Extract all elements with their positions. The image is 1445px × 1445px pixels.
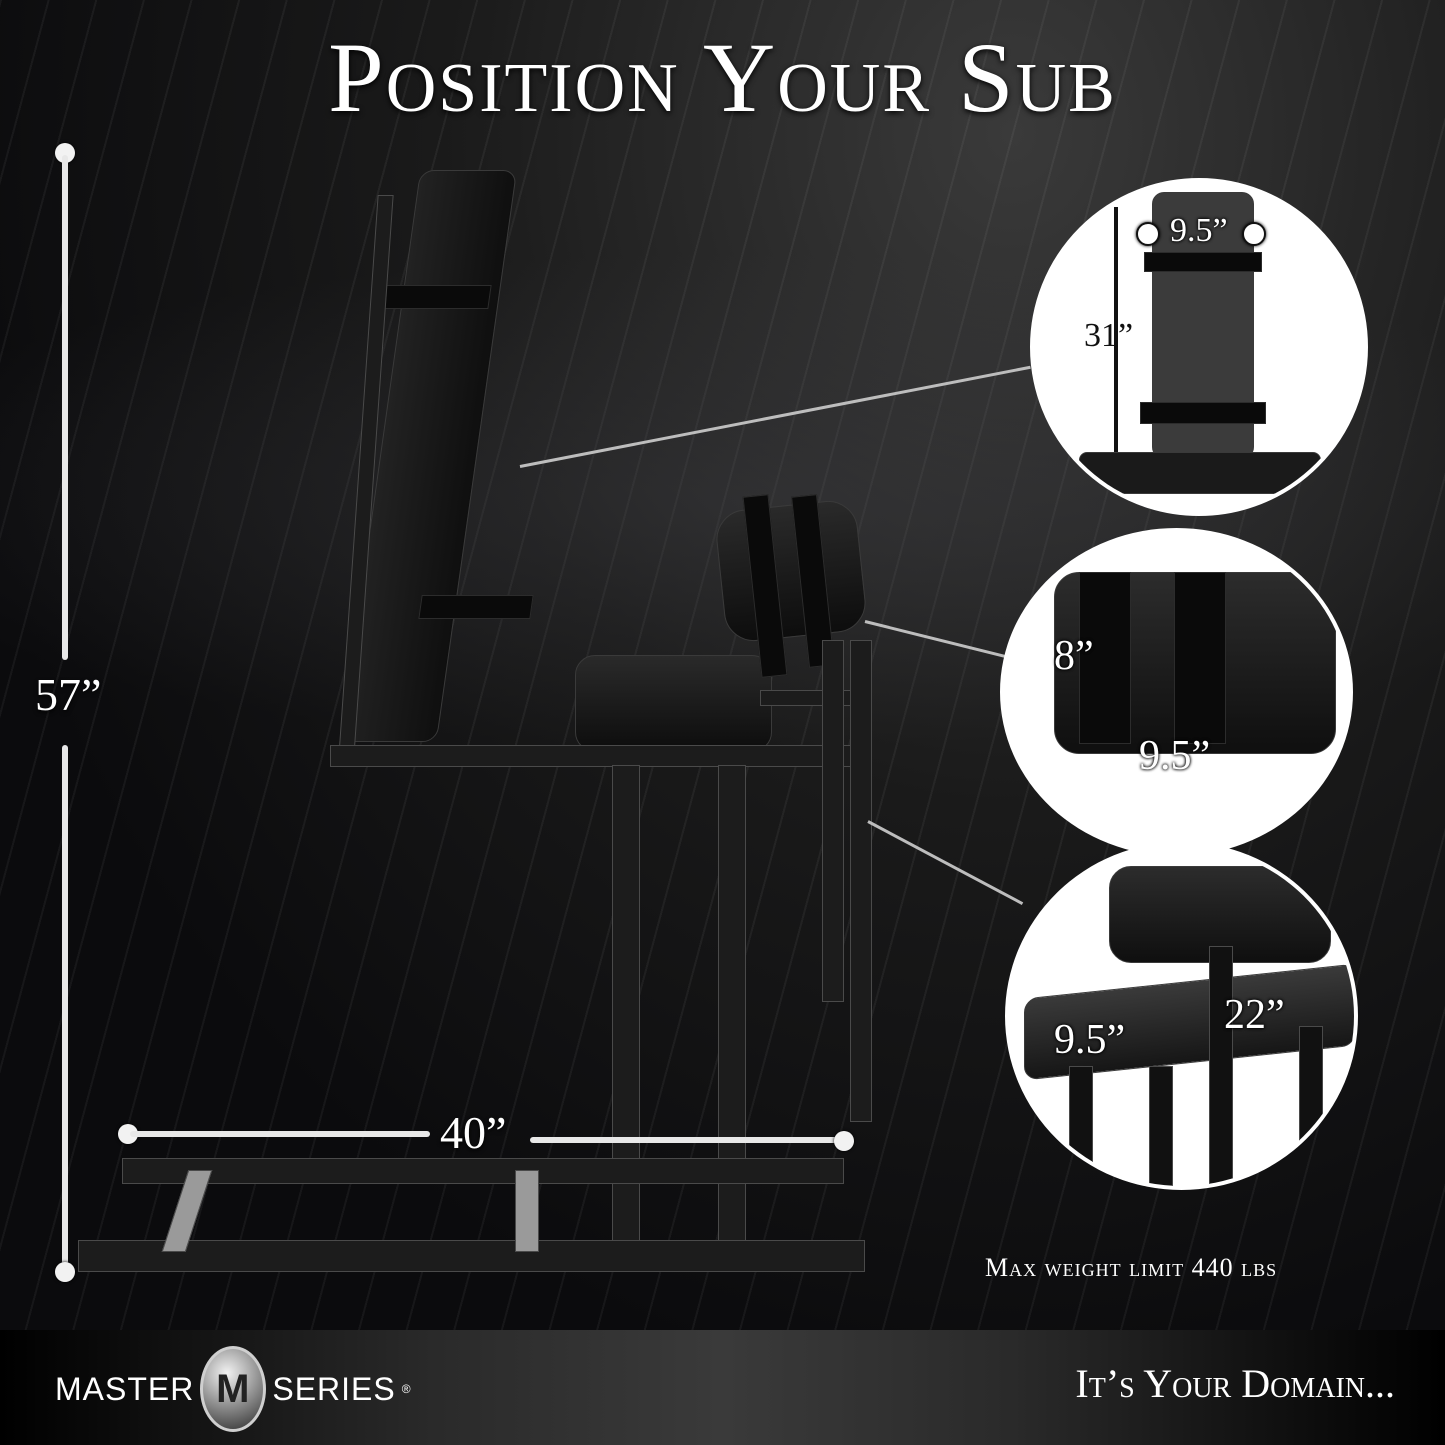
height-line-upper [62, 155, 68, 660]
callout-backrest: 9.5” 31” [1030, 178, 1368, 516]
weight-limit: Max weight limit 440 lbs [985, 1253, 1278, 1282]
callout-backrest-width-right [1242, 222, 1266, 246]
length-line-left [130, 1131, 430, 1137]
callout-arm-pad-width: 9.5” [1139, 733, 1211, 779]
backrest-strap-top [376, 285, 492, 309]
seat-frame [330, 745, 862, 767]
product-illustration [78, 170, 872, 1272]
length-right-marker [834, 1131, 854, 1151]
base-cross-2 [515, 1170, 539, 1252]
height-line-lower [62, 745, 68, 1265]
callout-backrest-height-line [1114, 207, 1118, 452]
brand-logo: MASTER M SERIES ® [55, 1346, 412, 1432]
arm-post-2 [850, 640, 872, 1122]
callout-seat-leg-1 [1069, 1066, 1093, 1186]
callout-backrest-seat [1079, 452, 1321, 494]
height-top-marker [55, 143, 75, 163]
callout-seat-width: 9.5” [1054, 1017, 1126, 1063]
callout-backrest-height: 31” [1084, 317, 1134, 354]
backrest-strap-bottom [418, 595, 534, 619]
callout-arm-pad: 8” 9.5” [1000, 528, 1353, 856]
callout-arm-pad-strap-2 [1174, 572, 1226, 744]
tagline: It’s Your Domain... [1075, 1361, 1395, 1406]
registered-mark: ® [401, 1382, 412, 1396]
callout-backrest-width-left [1136, 222, 1160, 246]
callout-backrest-strap-top [1144, 252, 1262, 272]
arm-pad [713, 497, 869, 645]
length-label: 40” [440, 1107, 507, 1158]
callout-arm-pad-strap-1 [1079, 572, 1131, 744]
base-rail-back [122, 1158, 844, 1184]
brand-left: MASTER [55, 1370, 195, 1407]
brand-right: SERIES [272, 1370, 396, 1407]
callout-arm-pad-height: 8” [1054, 633, 1094, 679]
callout-seat-leg-3 [1299, 1026, 1323, 1148]
base-rail-front [78, 1240, 865, 1272]
height-bottom-marker [55, 1262, 75, 1282]
arm-post-1 [822, 640, 844, 1002]
seat-cushion [575, 655, 772, 752]
length-left-marker [118, 1124, 138, 1144]
callout-seat-length: 22” [1224, 992, 1285, 1038]
seat-frame-rail [760, 690, 862, 706]
callout-seat-leg-2 [1149, 1066, 1173, 1186]
callout-backrest-strap-bottom [1140, 402, 1266, 424]
callout-seat: 9.5” 22” [1005, 842, 1358, 1190]
callout-seat-post [1209, 946, 1233, 1186]
length-line-right [530, 1137, 840, 1143]
height-label: 57” [35, 669, 102, 720]
brand-m-icon: M [200, 1346, 267, 1432]
page-title: Position Your Sub [328, 22, 1117, 133]
callout-backrest-width: 9.5” [1170, 212, 1228, 249]
